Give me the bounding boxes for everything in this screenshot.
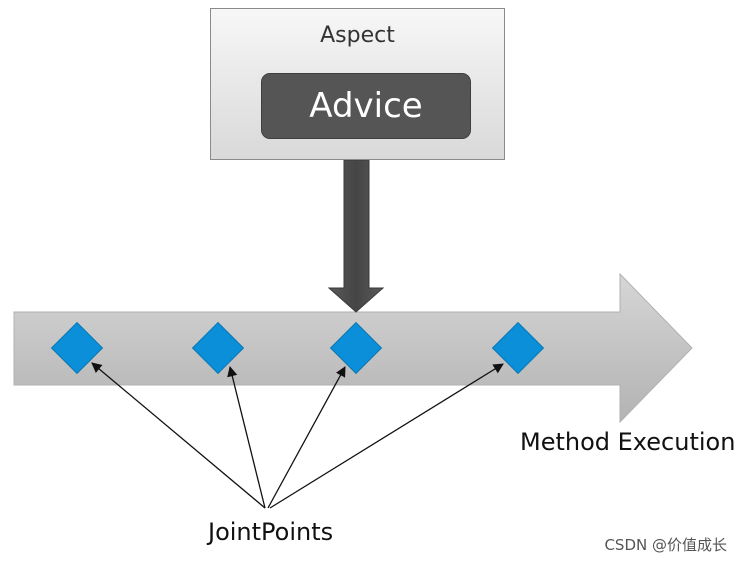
advice-box: Advice xyxy=(261,73,471,139)
jointpoints-label: JointPoints xyxy=(208,518,334,546)
joinpoint-pointer-2 xyxy=(227,365,266,509)
joinpoint-pointer-3 xyxy=(267,366,346,509)
joinpoint-diamond-4 xyxy=(491,321,545,375)
method-execution-label: Method Execution xyxy=(520,428,736,456)
joinpoint-pointer-4 xyxy=(269,363,504,509)
aspect-label: Aspect xyxy=(320,23,395,48)
joinpoint-diamond-3 xyxy=(329,321,383,375)
joinpoint-diamond-2 xyxy=(191,321,245,375)
csdn-watermark: CSDN @价值成长 xyxy=(604,536,727,554)
advice-label: Advice xyxy=(309,86,423,126)
aspect-box: Aspect Advice xyxy=(210,8,505,160)
joinpoint-diamond-1 xyxy=(50,321,104,375)
joinpoint-pointer-1 xyxy=(91,362,266,509)
advice-down-arrow xyxy=(327,159,385,313)
